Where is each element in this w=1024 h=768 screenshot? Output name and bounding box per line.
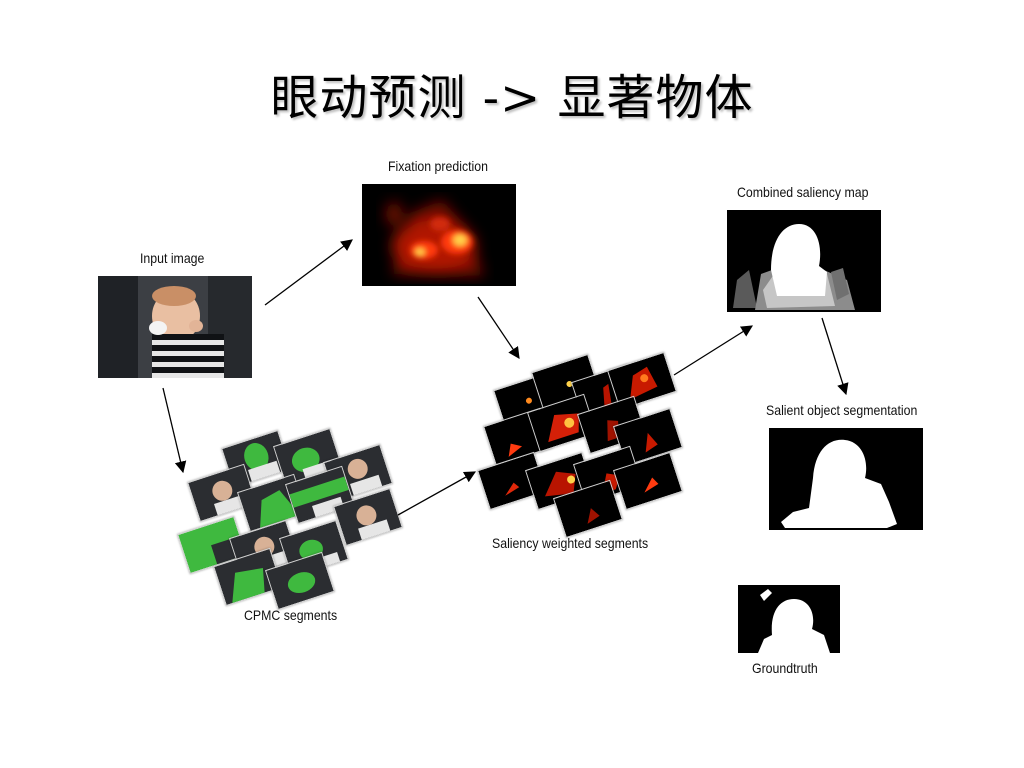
arrow-combined-to-salient [821, 317, 849, 396]
cpmc-segments-label: CPMC segments [244, 607, 338, 623]
fixation-prediction-label: Fixation prediction [388, 158, 488, 174]
arrow-input-to-fixation [264, 239, 353, 306]
weighted-segment [552, 479, 624, 539]
fixation-prediction-map [362, 184, 516, 286]
arrow-cpmc-to-weighted [397, 471, 477, 516]
weighted-segment [612, 407, 684, 467]
saliency-weighted-label: Saliency weighted segments [492, 535, 649, 551]
arrow-input-to-cpmc [162, 387, 187, 474]
groundtruth-map [738, 585, 840, 653]
arrow-weighted-to-combined [673, 325, 753, 376]
cpmc-segment-stack [176, 427, 404, 611]
input-image-label: Input image [140, 250, 205, 266]
weighted-segment-stack [476, 351, 684, 539]
weighted-segment [476, 451, 548, 511]
groundtruth-label: Groundtruth [752, 660, 818, 676]
weighted-segment [612, 451, 684, 511]
input-image [98, 276, 252, 378]
combined-saliency-map [727, 210, 881, 312]
arrow-fixation-to-weighted [477, 296, 520, 359]
cpmc-segment [264, 551, 336, 611]
salient-object-label: Salient object segmentation [766, 402, 918, 418]
cpmc-segment [186, 463, 258, 523]
cpmc-segment [332, 487, 404, 547]
salient-object-map [769, 428, 923, 530]
cpmc-segment [212, 547, 284, 607]
slide-title: 眼动预测 -> 显著物体 [270, 70, 754, 126]
combined-saliency-label: Combined saliency map [737, 184, 869, 200]
weighted-segment [606, 351, 678, 411]
weighted-segment [526, 393, 598, 453]
